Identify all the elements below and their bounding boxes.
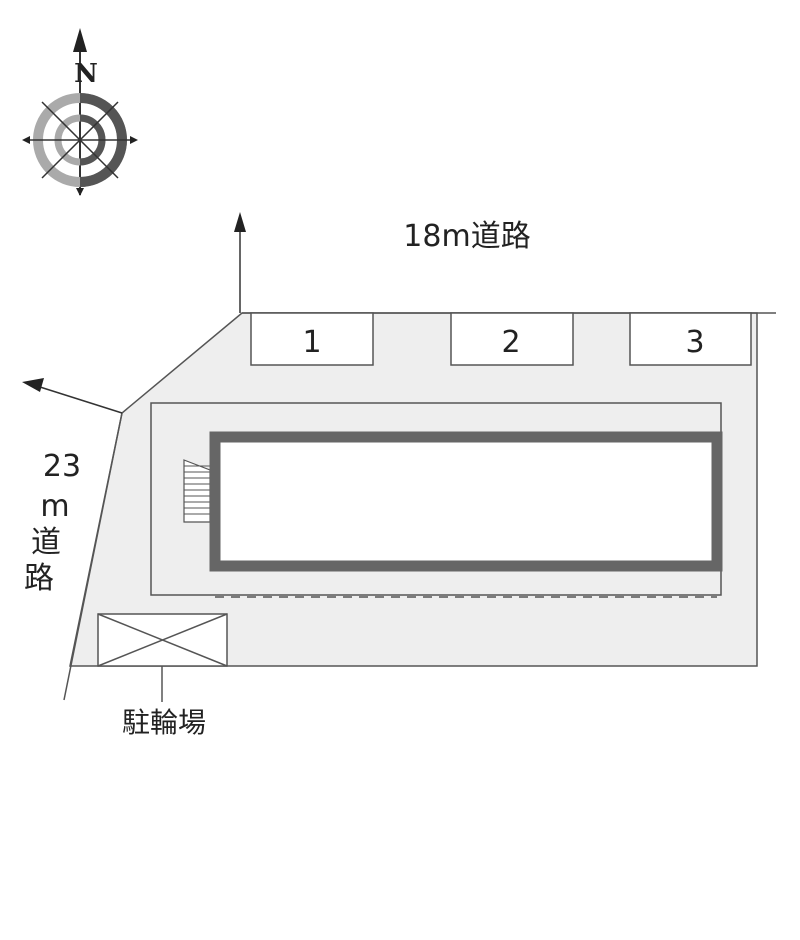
parking-space-number: 3 xyxy=(685,325,704,360)
west-road-number: 23 xyxy=(43,449,81,484)
bicycle-parking-label: 駐輪場 xyxy=(122,706,206,739)
bicycle-parking: 駐輪場 xyxy=(97,613,228,739)
west-road-unit: m xyxy=(40,489,69,524)
stair-icon xyxy=(183,459,211,523)
building xyxy=(209,431,723,572)
parking-space-1: 1 xyxy=(250,312,374,366)
compass-rose-icon: N xyxy=(22,28,138,196)
parking-space-2: 2 xyxy=(450,312,574,366)
west-road-char-2: 路 xyxy=(24,561,54,596)
parking-space-number: 2 xyxy=(501,325,520,360)
parking-space-number: 1 xyxy=(302,325,321,360)
west-road-char-1: 道 xyxy=(31,525,61,560)
north-label: N xyxy=(74,59,98,89)
parking-space-3: 3 xyxy=(629,312,752,366)
north-road-arrow xyxy=(234,212,246,313)
north-road-label: 18m道路 xyxy=(403,219,530,254)
west-road-edge xyxy=(63,412,123,701)
west-road-arrow xyxy=(22,378,123,414)
